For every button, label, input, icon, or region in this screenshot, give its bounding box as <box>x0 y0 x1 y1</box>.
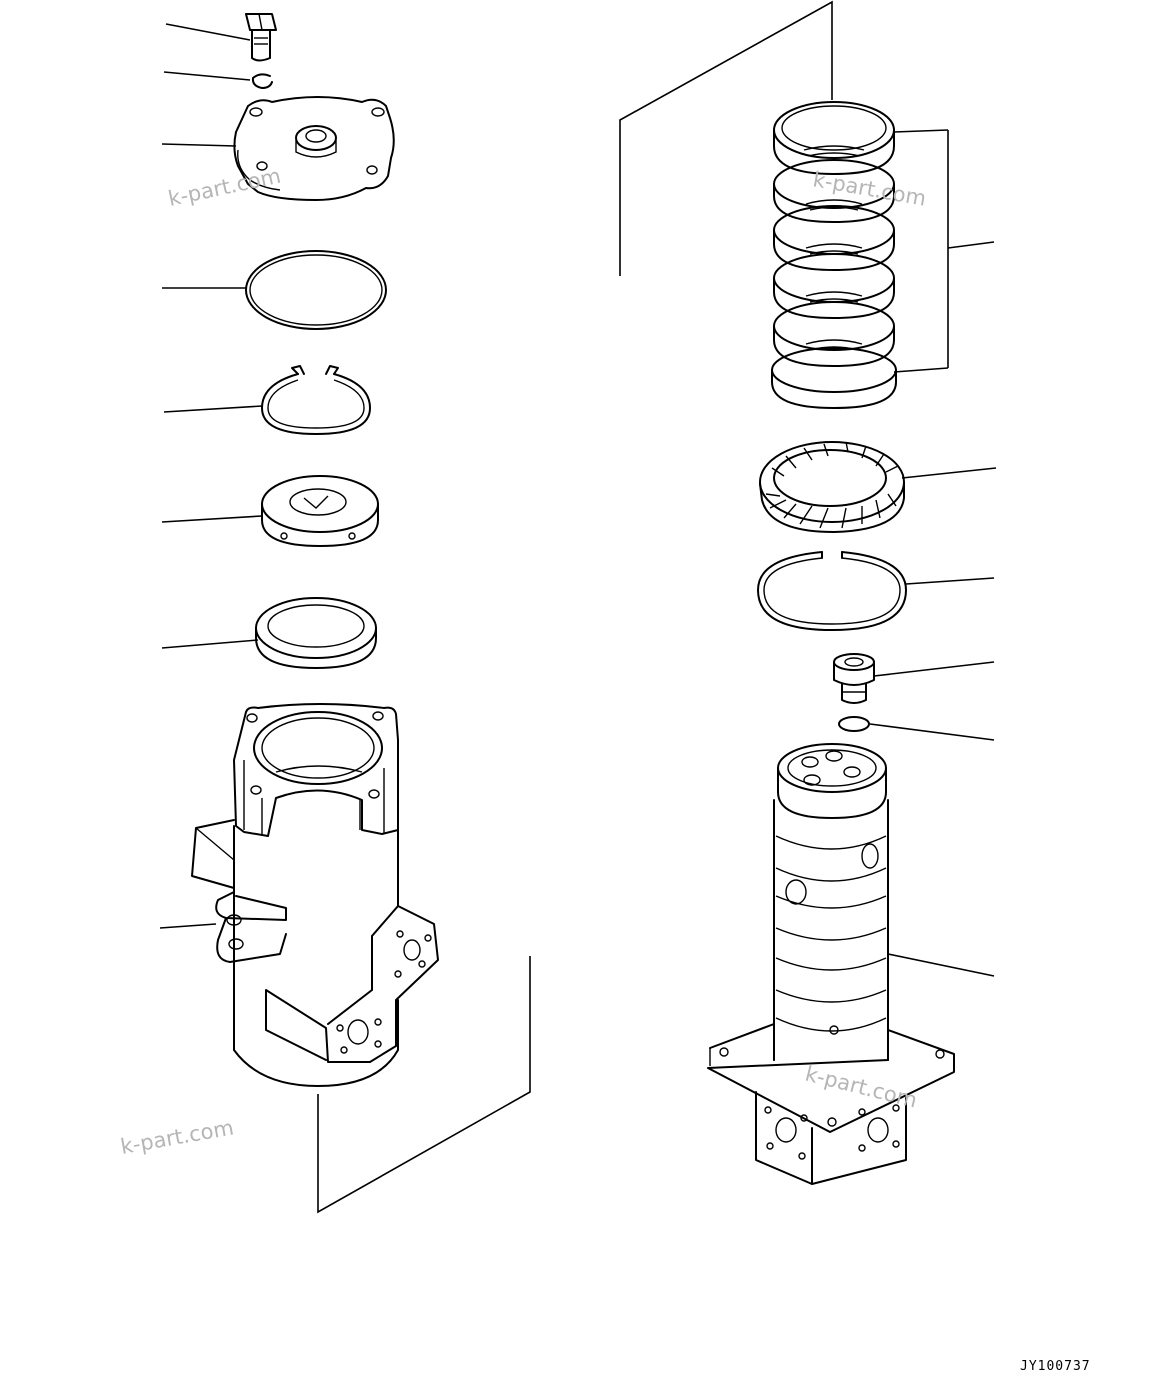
swivel-shaft-part <box>707 743 955 1185</box>
assembly-bracket-left <box>317 956 531 1214</box>
seal-ring <box>773 253 895 319</box>
leader-line-cover <box>161 143 237 147</box>
seal-ring-stack-part <box>771 101 897 409</box>
leader-line-spacer <box>161 515 263 523</box>
seal-ring <box>773 101 895 175</box>
leader-line-packing-seal <box>901 467 997 479</box>
leader-line-small-o-ring <box>869 723 995 741</box>
assembly-bracket-right <box>619 0 833 276</box>
leader-bracket-seal-rings <box>893 129 995 373</box>
watermark-text: k-part.com <box>166 164 283 211</box>
packing-seal-part <box>759 441 905 533</box>
leader-line-washer <box>163 71 251 81</box>
watermark-text: k-part.com <box>119 1115 236 1158</box>
plug-part <box>833 653 875 704</box>
seal-ring <box>773 301 895 367</box>
snap-ring-part <box>261 365 371 435</box>
leader-line-bolt <box>165 23 251 41</box>
drawing-code: JY100737 <box>1020 1359 1091 1374</box>
housing-part <box>191 703 439 1087</box>
seal-ring <box>773 159 895 223</box>
retaining-ring-part <box>757 551 907 631</box>
spacer-part <box>261 475 379 547</box>
seal-ring <box>771 347 897 409</box>
spring-washer-part <box>251 73 273 89</box>
o-ring-part <box>245 250 387 330</box>
leader-line-plug <box>873 661 995 677</box>
cover-part <box>233 96 395 201</box>
leader-line-housing <box>159 923 217 929</box>
bolt-part <box>245 13 277 62</box>
leader-line-thrust-ring <box>161 639 259 649</box>
small-o-ring-part <box>838 716 870 732</box>
leader-line-swivel-shaft <box>887 953 995 977</box>
thrust-ring-part <box>255 597 377 669</box>
leader-line-retaining-ring <box>905 577 995 585</box>
watermark-text: k-part.com <box>803 1062 920 1113</box>
leader-line-snap-ring <box>163 405 263 413</box>
